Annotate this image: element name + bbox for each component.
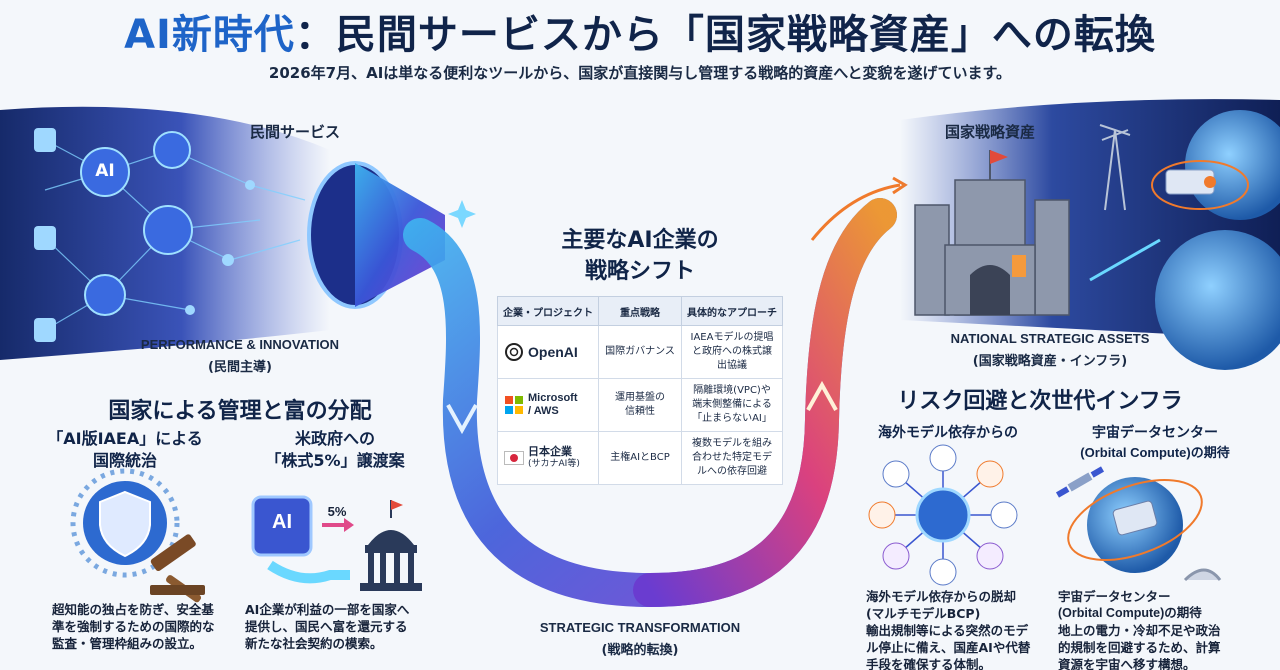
iaea-title-line2: 国際統治: [92, 451, 157, 470]
company-cell: 日本企業 (サカナAI等): [497, 431, 599, 485]
multimodel-body-line: 海外モデル依存からの脱却: [866, 589, 1017, 604]
table-row: 日本企業 (サカナAI等) 主権AIとBCP 複数モデルを組み 合わせた特定モデ…: [497, 431, 783, 485]
column-header-company: 企業・プロジェクト: [497, 296, 599, 326]
ai-chip-icon: AI: [272, 511, 292, 533]
column-header-strategy: 重点戦略: [598, 296, 682, 326]
strategy-cell: 国際ガバナンス: [598, 325, 682, 379]
equity-title-line2: 「株式5%」譲渡案: [265, 451, 405, 470]
approach-line: と政府への株式譲: [692, 346, 772, 357]
approach-line: IAEAモデルの提唱: [690, 332, 774, 343]
private-service-label: 民間サービス: [250, 123, 341, 141]
openai-logo-icon: [505, 343, 523, 361]
approach-line: 隔離環境(VPC)や: [693, 385, 771, 396]
table-header-row: 企業・プロジェクト 重点戦略 具体的なアプローチ: [497, 296, 783, 326]
nsa-jp-label: (国家戦略資産・インフラ): [972, 354, 1128, 369]
company-name-suffix: (サカナAI等): [528, 459, 580, 469]
equity-body-line: AI企業が利益の一部を国家へ: [245, 602, 410, 617]
orbital-body-line: (Orbital Compute)の期待: [1058, 606, 1202, 620]
strategy-shift-table: 企業・プロジェクト 重点戦略 具体的なアプローチ OpenAI 国際ガバナンス …: [497, 296, 783, 485]
national-asset-label: 国家戦略資産: [944, 123, 1035, 141]
column-header-approach: 具体的なアプローチ: [681, 296, 783, 326]
japan-flag-icon: [504, 451, 524, 465]
center-heading-line1: 主要なAI企業の: [561, 228, 719, 253]
approach-line: 「止まらないAI」: [692, 413, 772, 424]
microsoft-logo-icon: [505, 396, 523, 414]
approach-line: 合わせた特定モデ: [692, 452, 772, 463]
company-cell: Microsoft / AWS: [497, 378, 599, 432]
page-subtitle: 2026年7月、AIは単なる便利なツールから、国家が直接関与し管理する戦略的資産…: [268, 64, 1012, 82]
iaea-body-line: 監査・管理枠組みの設立。: [52, 636, 203, 651]
multimodel-body-line: (マルチモデルBCP): [866, 606, 981, 621]
strategic-transformation-jp: (戦略的転換): [601, 643, 679, 658]
approach-line: 複数モデルを組み: [692, 438, 772, 449]
company-cell: OpenAI: [497, 325, 599, 379]
center-heading-line2: 戦略シフト: [584, 259, 695, 284]
five-percent-label: 5%: [327, 504, 347, 519]
strategic-transformation-label: STRATEGIC TRANSFORMATION: [539, 620, 741, 635]
iaea-title-line1: 「AI版IAEA」による: [47, 429, 203, 448]
company-name: 日本企業: [528, 445, 572, 458]
state-control-heading: 国家による管理と富の分配: [108, 399, 372, 424]
approach-cell: IAEAモデルの提唱 と政府への株式譲 出協議: [681, 325, 783, 379]
iaea-body-line: 超知能の独占を防ぎ、安全基: [52, 602, 214, 617]
table-row: Microsoft / AWS 運用基盤の 信頼性 隔離環境(VPC)や 端末側…: [497, 378, 783, 432]
company-name-suffix: / AWS: [528, 405, 559, 417]
performance-innovation-label: PERFORMANCE & INNOVATION: [140, 337, 340, 352]
multimodel-body-line: 手段を確保する体制。: [866, 657, 992, 670]
approach-line: 端末側整備による: [692, 399, 772, 410]
orbital-body-line: 宇宙データセンター: [1058, 589, 1171, 604]
orbital-title-line2: (Orbital Compute)の期待: [1080, 445, 1230, 460]
title-ai: AI新時代: [124, 12, 295, 58]
orbital-title-line1: 宇宙データセンター: [1092, 425, 1218, 441]
private-led-label: (民間主導): [208, 360, 272, 375]
strategy-line: 信頼性: [625, 406, 655, 417]
nsa-en-label: NATIONAL STRATEGIC ASSETS: [950, 331, 1150, 346]
multimodel-title: 海外モデル依存からの: [878, 425, 1018, 441]
multimodel-body-line: ル停止に備え、国産AIや代替: [866, 640, 1031, 655]
strategy-cell: 主権AIとBCP: [598, 431, 682, 485]
orbital-body-line: 的規制を回避するため、計算: [1058, 640, 1221, 655]
table-row: OpenAI 国際ガバナンス IAEAモデルの提唱 と政府への株式譲 出協議: [497, 325, 783, 379]
approach-line: 出協議: [717, 360, 747, 371]
orbital-body-line: 資源を宇宙へ移す構想。: [1058, 657, 1196, 670]
title-rest: ：民間サービスから「国家戦略資産」への転換: [294, 12, 1156, 58]
ai-node-badge: AI: [95, 161, 115, 181]
approach-cell: 隔離環境(VPC)や 端末側整備による 「止まらないAI」: [681, 378, 783, 432]
company-name: OpenAI: [528, 344, 578, 360]
strategy-cell: 運用基盤の 信頼性: [598, 378, 682, 432]
equity-title-line1: 米政府への: [294, 429, 375, 448]
page-title: AI新時代：民間サービスから「国家戦略資産」への転換: [0, 2, 1280, 60]
orbital-body-line: 地上の電力・冷却不足や政治: [1058, 623, 1221, 638]
iaea-body-line: 準を強制するための国際的な: [52, 619, 215, 634]
multimodel-body-line: 輸出規制等による突然のモデ: [866, 623, 1029, 638]
strategy-line: 運用基盤の: [615, 392, 665, 403]
equity-body-line: 提供し、国民へ富を還元する: [245, 619, 408, 634]
company-name: Microsoft: [528, 392, 578, 404]
risk-infra-heading: リスク回避と次世代インフラ: [897, 389, 1183, 414]
approach-cell: 複数モデルを組み 合わせた特定モデ ルへの依存回避: [681, 431, 783, 485]
approach-line: ルへの依存回避: [697, 466, 767, 477]
equity-body-line: 新たな社会契約の模索。: [245, 636, 383, 651]
